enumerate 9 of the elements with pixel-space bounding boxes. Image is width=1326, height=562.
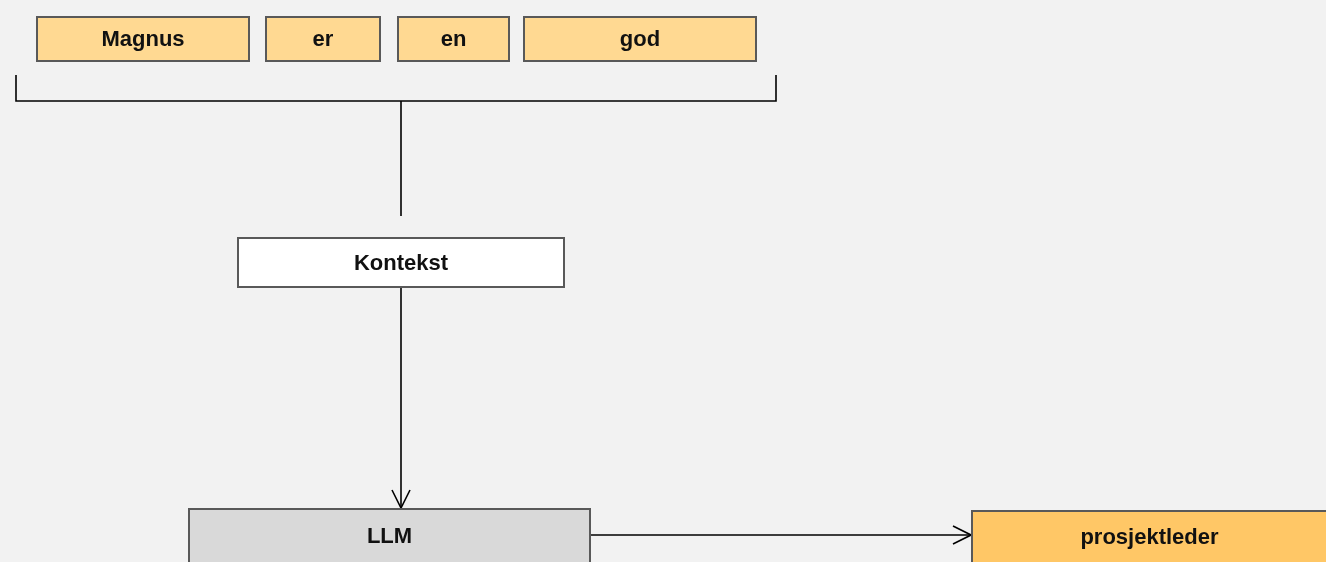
context-box: Kontekst xyxy=(237,237,565,288)
model-box: LLM xyxy=(188,508,591,562)
token-box: en xyxy=(397,16,510,62)
token-box: Magnus xyxy=(36,16,250,62)
arrow xyxy=(391,287,411,509)
arrow xyxy=(590,525,972,545)
token-box: god xyxy=(523,16,757,62)
token-box: er xyxy=(265,16,381,62)
output-box: prosjektleder xyxy=(971,510,1326,562)
